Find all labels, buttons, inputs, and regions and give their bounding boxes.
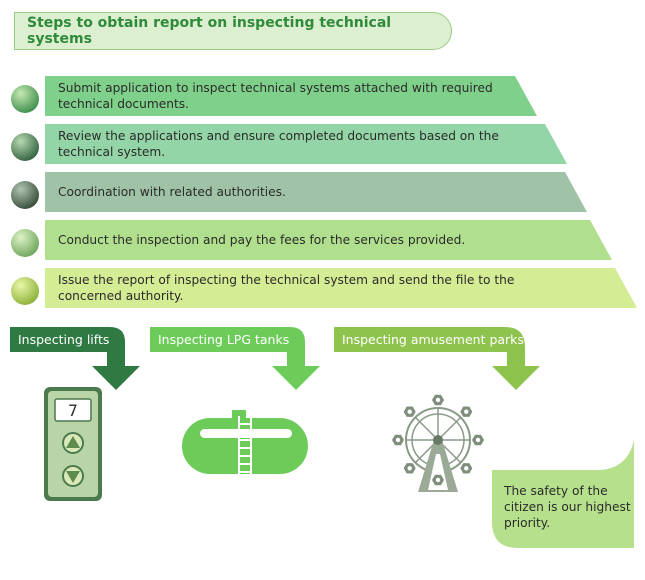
step-band: Review the applications and ensure compl… xyxy=(45,124,570,164)
step-band: Conduct the inspection and pay the fees … xyxy=(45,220,615,260)
step-2: Review the applications and ensure compl… xyxy=(0,124,645,168)
step-bullet-icon xyxy=(11,229,39,257)
step-band: Submit application to inspect technical … xyxy=(45,76,540,116)
lpg-tank-icon xyxy=(182,410,308,476)
step-bullet-icon xyxy=(11,181,39,209)
lift-display-digit: 7 xyxy=(68,400,78,420)
step-1: Submit application to inspect technical … xyxy=(0,76,645,120)
lift-panel-icon xyxy=(44,387,102,501)
step-band: Coordination with related authorities. xyxy=(45,172,590,212)
step-text: Submit application to inspect technical … xyxy=(58,81,493,111)
diagram-title: Steps to obtain report on inspecting tec… xyxy=(14,12,452,50)
step-text: Coordination with related authorities. xyxy=(58,185,286,199)
step-bullet-icon xyxy=(11,277,39,305)
safety-note: The safety of the citizen is our highest… xyxy=(504,484,631,530)
step-bullet-icon xyxy=(11,85,39,113)
step-4: Conduct the inspection and pay the fees … xyxy=(0,220,645,264)
category-lifts: Inspecting lifts xyxy=(18,331,110,347)
amusement-arrow xyxy=(334,327,540,390)
category-lpg: Inspecting LPG tanks xyxy=(158,331,290,347)
ferris-wheel-icon xyxy=(392,394,484,492)
lpg-arrow xyxy=(150,327,320,390)
step-band: Issue the report of inspecting the techn… xyxy=(45,268,640,308)
category-amusement: Inspecting amusement parks xyxy=(342,331,524,347)
step-text: Conduct the inspection and pay the fees … xyxy=(58,233,466,247)
step-text: Review the applications and ensure compl… xyxy=(58,129,499,159)
step-5: Issue the report of inspecting the techn… xyxy=(0,268,645,312)
step-bullet-icon xyxy=(11,133,39,161)
step-text: Issue the report of inspecting the techn… xyxy=(58,273,515,303)
lifts-arrow xyxy=(10,327,140,390)
safety-note-shape xyxy=(492,440,634,548)
step-3: Coordination with related authorities. xyxy=(0,172,645,216)
